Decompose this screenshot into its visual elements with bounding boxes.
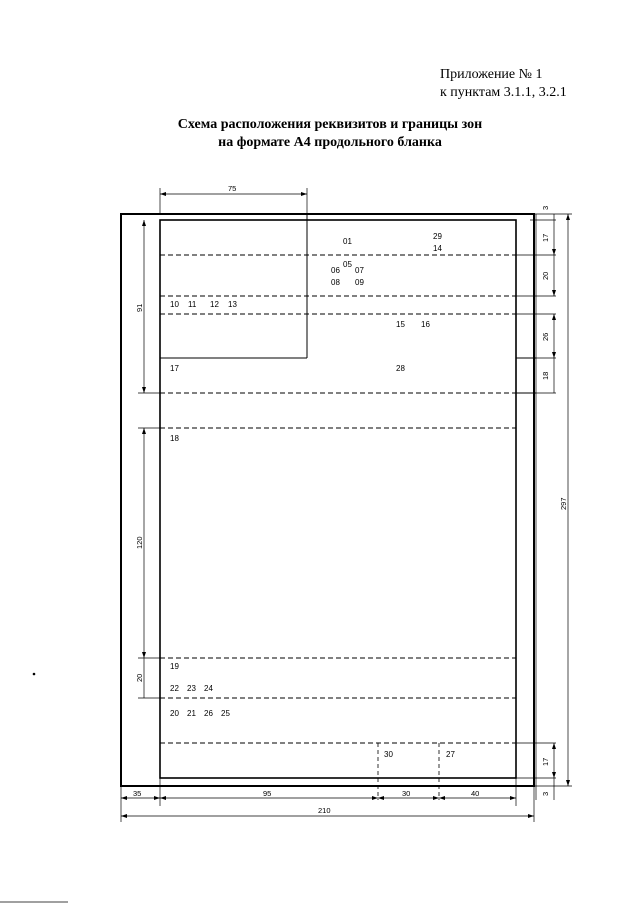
arrow-head — [552, 314, 556, 320]
requisite-08: 08 — [331, 278, 340, 287]
requisite-28: 28 — [396, 364, 405, 373]
document-title: Схема расположения реквизитов и границы … — [0, 116, 640, 152]
bottom-column-dividers — [377, 743, 440, 800]
dim-label-91: 91 — [135, 304, 144, 312]
arrow-head — [301, 192, 307, 196]
inner-solid-lines — [160, 214, 536, 394]
requisite-19: 19 — [170, 662, 179, 671]
requisite-15: 15 — [396, 320, 405, 329]
requisite-07: 07 — [355, 266, 364, 275]
arrow-head — [160, 192, 166, 196]
dim-label-75: 75 — [228, 184, 236, 193]
dim-label-26: 26 — [541, 333, 550, 341]
requisite-22: 22 — [170, 684, 179, 693]
requisite-29: 29 — [433, 232, 442, 241]
requisite-10: 10 — [170, 300, 179, 309]
arrow-head — [372, 796, 378, 800]
title-line-1: Схема расположения реквизитов и границы … — [177, 117, 483, 132]
arrow-head — [566, 214, 570, 220]
requisite-05: 05 — [343, 260, 352, 269]
arrow-head — [142, 428, 146, 434]
arrow-head — [552, 743, 556, 749]
dim-label-30: 30 — [402, 789, 410, 798]
dim-label-120: 120 — [135, 536, 144, 549]
appendix-line-1: Приложение № 1 — [440, 67, 543, 82]
arrow-head — [552, 352, 556, 358]
arrow-head — [552, 290, 556, 296]
requisite-06: 06 — [331, 266, 340, 275]
requisite-24: 24 — [204, 684, 213, 693]
requisite-14: 14 — [433, 244, 442, 253]
requisite-01: 01 — [343, 237, 352, 246]
dim-label-35: 35 — [133, 789, 141, 798]
requisite-09: 09 — [355, 278, 364, 287]
arrow-head — [528, 814, 534, 818]
print-field-border — [159, 219, 517, 779]
dim-label-3-top: 3 — [541, 206, 550, 210]
arrow-head — [510, 796, 516, 800]
requisite-numbers: 01 29 14 05 06 07 08 09 10 11 12 13 15 1… — [170, 232, 455, 759]
dim-label-95: 95 — [263, 789, 271, 798]
dim-label-20-right: 20 — [541, 272, 550, 280]
dim-label-210: 210 — [318, 806, 331, 815]
dimension-lines — [120, 188, 572, 822]
arrow-head — [552, 772, 556, 778]
sheet-border — [120, 213, 535, 787]
requisite-23: 23 — [187, 684, 196, 693]
dim-label-20-left: 20 — [135, 674, 144, 682]
dim-label-297: 297 — [559, 497, 568, 510]
dim-label-17-top: 17 — [541, 234, 550, 242]
arrow-head — [121, 796, 127, 800]
arrow-head — [142, 387, 146, 393]
sheet-outline — [120, 213, 535, 787]
requisite-30: 30 — [384, 750, 393, 759]
scan-dot — [32, 672, 36, 676]
zone-boundaries — [160, 254, 516, 744]
requisite-12: 12 — [210, 300, 219, 309]
dim-label-17-bottom: 17 — [541, 758, 550, 766]
dimension-labels: 75 3 17 20 26 18 297 17 3 91 120 20 35 9… — [133, 184, 568, 815]
arrow-head — [378, 796, 384, 800]
arrow-head — [566, 780, 570, 786]
scan-artifacts — [0, 672, 68, 903]
arrow-head — [433, 796, 439, 800]
requisite-27: 27 — [446, 750, 455, 759]
requisite-21: 21 — [187, 709, 196, 718]
appendix-line-2: к пунктам 3.1.1, 3.2.1 — [440, 85, 567, 100]
title-line-2: на формате А4 продольного бланка — [218, 135, 442, 150]
requisite-18: 18 — [170, 434, 179, 443]
requisite-16: 16 — [421, 320, 430, 329]
dim-label-40: 40 — [471, 789, 479, 798]
dimension-arrows — [121, 192, 570, 818]
arrow-head — [552, 249, 556, 255]
appendix-reference: Приложение № 1 к пунктам 3.1.1, 3.2.1 — [440, 66, 567, 102]
arrow-head — [160, 796, 166, 800]
arrow-head — [439, 796, 445, 800]
arrow-head — [121, 814, 127, 818]
requisite-11: 11 — [188, 300, 197, 309]
dim-label-3-bottom: 3 — [541, 792, 550, 796]
requisite-26: 26 — [204, 709, 213, 718]
requisite-17: 17 — [170, 364, 179, 373]
arrow-head — [154, 796, 160, 800]
requisite-13: 13 — [228, 300, 237, 309]
arrow-head — [142, 652, 146, 658]
arrow-head — [142, 220, 146, 226]
dim-label-18-right: 18 — [541, 372, 550, 380]
requisite-25: 25 — [221, 709, 230, 718]
requisite-20: 20 — [170, 709, 179, 718]
